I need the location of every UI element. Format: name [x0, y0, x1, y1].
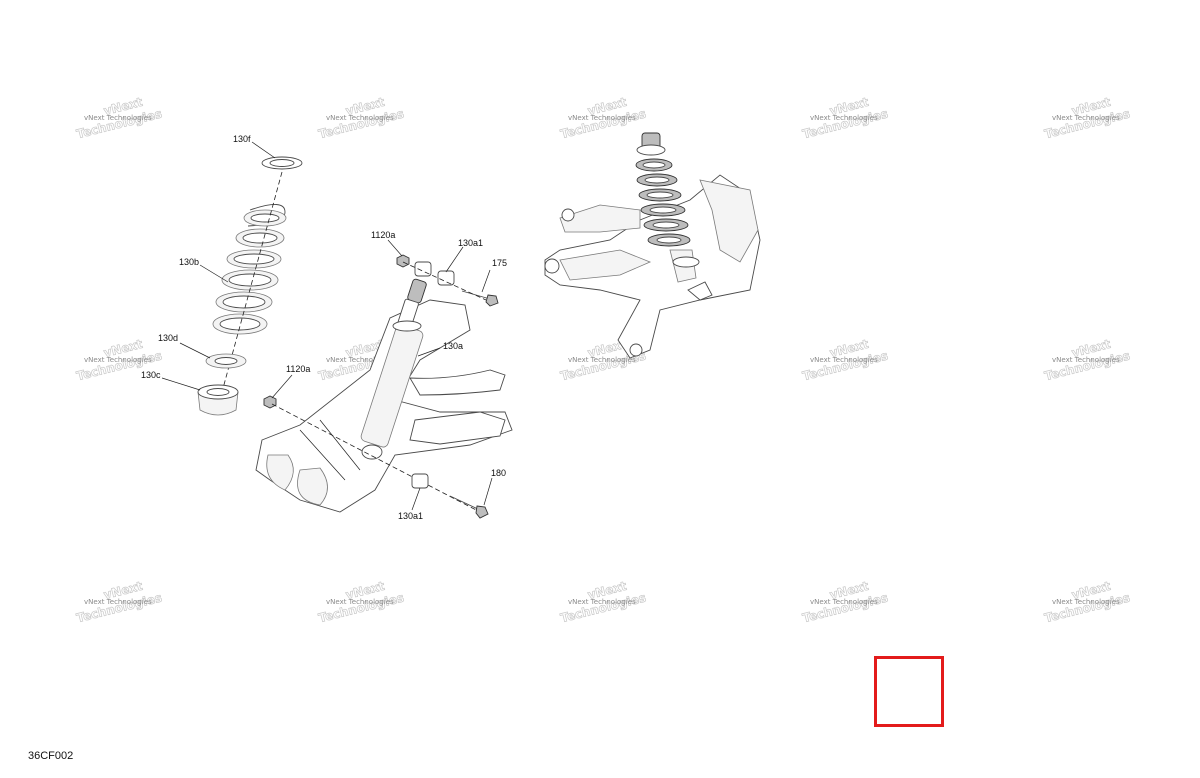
callout-130a: 130a — [443, 341, 463, 351]
reference-code: 36CF002 — [28, 750, 74, 762]
coil-spring-130b[interactable] — [212, 204, 287, 335]
callout-130a1-bottom: 130a1 — [398, 511, 423, 521]
callout-130f: 130f — [233, 134, 251, 144]
watermark-small-text: vNext Technologies — [810, 356, 878, 364]
watermark-small-text: vNext Technologies — [810, 598, 878, 606]
watermark-small-text: vNext Technologies — [326, 114, 394, 122]
callout-1120a-top: 1120a — [371, 230, 395, 240]
bolt-175[interactable] — [461, 290, 499, 307]
bushing-130a1-top[interactable] — [414, 261, 455, 286]
nut-1120a-bottom[interactable] — [263, 395, 277, 409]
callout-1120a-bottom: 1120a — [286, 364, 310, 374]
watermark-small-text: vNext Technologies — [568, 114, 636, 122]
watermark-small-text: vNext Technologies — [1052, 598, 1120, 606]
callout-130c: 130c — [141, 370, 161, 380]
bolt-180[interactable] — [449, 495, 489, 519]
watermark-small-text: vNext Technologies — [326, 356, 394, 364]
assembled-coilover — [635, 132, 700, 283]
watermark-small-text: vNext Technologies — [1052, 356, 1120, 364]
watermark-small-text: vNext Technologies — [1052, 114, 1120, 122]
watermark-small-text: vNext Technologies — [568, 598, 636, 606]
watermark-small-text: vNext Technologies — [84, 598, 152, 606]
callout-130a1-top: 130a1 — [458, 238, 483, 248]
spring-seat-130d[interactable] — [205, 353, 247, 369]
leader-lines — [161, 141, 493, 511]
highlight-box — [874, 656, 944, 727]
spring-adjuster-130c[interactable] — [197, 384, 239, 416]
watermark-small-text: vNext Technologies — [810, 114, 878, 122]
callout-175: 175 — [492, 258, 507, 268]
watermark-small-text: vNext Technologies — [326, 598, 394, 606]
watermark-small-text: vNext Technologies — [568, 356, 636, 364]
watermark-small-text: vNext Technologies — [84, 356, 152, 364]
spring-seat-130f[interactable] — [261, 156, 303, 170]
bushing-130a1-bottom[interactable] — [411, 473, 429, 489]
shock-absorber-130a[interactable] — [360, 278, 427, 460]
callout-180: 180 — [491, 468, 506, 478]
callout-130d: 130d — [158, 333, 178, 343]
callout-130b: 130b — [179, 257, 199, 267]
watermark-small-text: vNext Technologies — [84, 114, 152, 122]
nut-1120a-top[interactable] — [396, 254, 410, 268]
assembled-suspension-view — [544, 174, 761, 359]
